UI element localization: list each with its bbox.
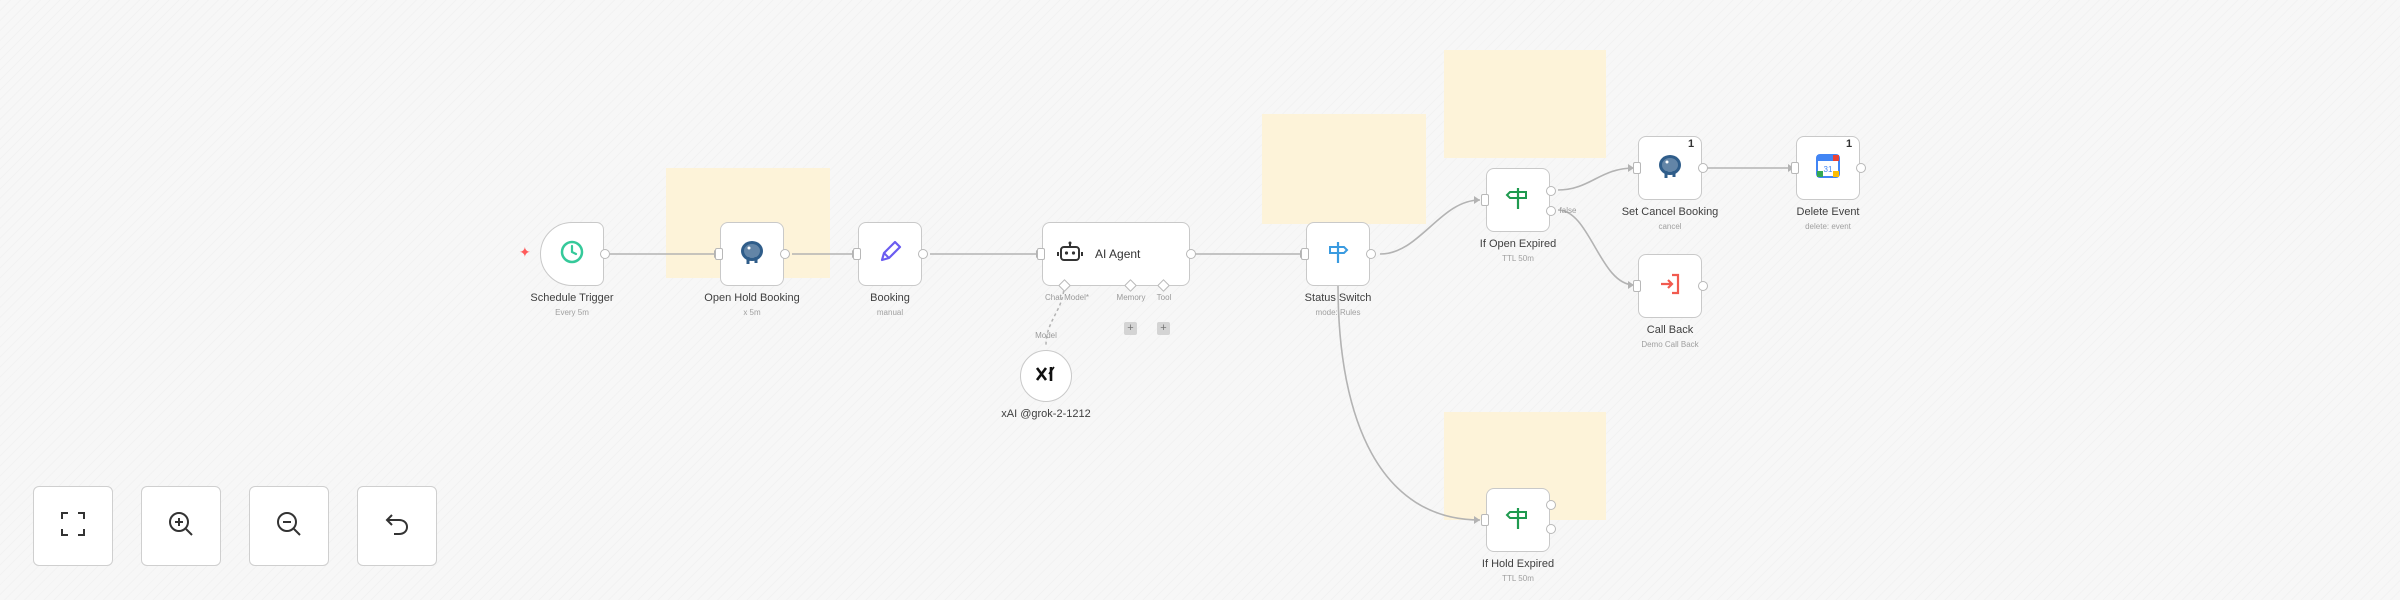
svg-text:31: 31 (1824, 165, 1833, 174)
google-calendar-icon: 31 (1814, 152, 1842, 185)
input-port[interactable] (1037, 248, 1045, 260)
set-cancel-booking-node[interactable] (1633, 136, 1708, 200)
undo-icon (382, 509, 412, 544)
booking-node[interactable] (853, 222, 928, 286)
execution-count-badge: 1 (1688, 138, 1695, 150)
zoom-out-icon (274, 509, 304, 544)
fit-view-button[interactable] (33, 486, 113, 566)
node-label: Call Back (1646, 324, 1694, 336)
clock-icon (559, 239, 585, 270)
zoom-in-button[interactable] (141, 486, 221, 566)
input-port[interactable] (1481, 514, 1489, 526)
false-output-port[interactable] (1546, 206, 1556, 216)
fit-view-icon (58, 509, 88, 544)
output-port[interactable] (1186, 249, 1196, 259)
output-port[interactable] (918, 249, 928, 259)
postgres-elephant-icon (737, 237, 767, 272)
output-port[interactable] (780, 249, 790, 259)
sticky-note[interactable] (1444, 50, 1606, 158)
connection-line (1557, 167, 1635, 191)
node-label: Status Switch (1304, 292, 1372, 304)
input-port[interactable] (1301, 248, 1309, 260)
node-subtitle: manual (876, 308, 904, 317)
connection-line (1557, 209, 1635, 286)
false-branch-label: false (1559, 206, 1577, 215)
node-label: If Hold Expired (1481, 558, 1555, 570)
execution-count-badge: 1 (1846, 138, 1853, 150)
xai-model-node[interactable] (1020, 350, 1072, 402)
node-subtitle: cancel (1658, 222, 1682, 231)
input-port[interactable] (853, 248, 861, 260)
add-tool-button[interactable]: + (1157, 322, 1170, 335)
node-label: Delete Event (1796, 206, 1860, 218)
sign-in-arrow-icon (1657, 271, 1683, 302)
trigger-star-icon: ✦ (519, 244, 531, 260)
arrowhead (1474, 196, 1480, 204)
robot-icon (1057, 240, 1083, 269)
delete-event-node[interactable]: 31 (1791, 136, 1866, 200)
pencil-icon (876, 238, 904, 271)
chat-model-port-label: Chat Model* (1044, 293, 1090, 302)
signpost-icon (1505, 185, 1531, 216)
input-port[interactable] (1791, 162, 1799, 174)
zoom-in-icon (166, 509, 196, 544)
undo-button[interactable] (357, 486, 437, 566)
node-label: Booking (870, 292, 910, 304)
arrowhead (1474, 516, 1480, 524)
node-label: Set Cancel Booking (1621, 206, 1719, 218)
input-port[interactable] (715, 248, 723, 260)
true-output-port[interactable] (1546, 186, 1556, 196)
output-port[interactable] (1698, 281, 1708, 291)
output-port[interactable] (1698, 163, 1708, 173)
model-connection-label: Model (1035, 331, 1057, 340)
output-port[interactable] (600, 249, 610, 259)
node-subtitle: mode: Rules (1315, 308, 1361, 317)
node-subtitle: delete: event (1805, 222, 1851, 231)
node-subtitle: x 5m (743, 308, 761, 317)
node-label: AI Agent (1095, 247, 1141, 261)
false-output-port[interactable] (1546, 524, 1556, 534)
output-port[interactable] (1366, 249, 1376, 259)
if-hold-expired-node[interactable] (1481, 488, 1556, 552)
node-label: If Open Expired (1479, 238, 1557, 250)
sticky-note[interactable] (1262, 114, 1426, 224)
arrowhead (1628, 281, 1634, 289)
node-label: xAI @grok-2-1212 (1001, 408, 1091, 420)
node-subtitle: Every 5m (555, 308, 589, 317)
arrowhead (1628, 164, 1634, 172)
status-switch-node[interactable] (1301, 222, 1376, 286)
node-subtitle: TTL 50m (1502, 574, 1534, 583)
open-hold-booking-node[interactable] (715, 222, 790, 286)
signpost-icon (1325, 239, 1351, 270)
connection-line (1379, 199, 1481, 255)
zoom-out-button[interactable] (249, 486, 329, 566)
call-back-node[interactable] (1633, 254, 1708, 318)
input-port[interactable] (1633, 162, 1641, 174)
memory-port-label: Memory (1116, 293, 1146, 302)
node-label: Open Hold Booking (704, 292, 800, 304)
postgres-elephant-icon (1655, 151, 1685, 186)
input-port[interactable] (1481, 194, 1489, 206)
xai-logo (1035, 365, 1057, 388)
node-subtitle: Demo Call Back (1641, 340, 1699, 349)
schedule-trigger-node[interactable] (540, 222, 610, 286)
true-output-port[interactable] (1546, 500, 1556, 510)
output-port[interactable] (1856, 163, 1866, 173)
signpost-icon (1505, 505, 1531, 536)
connection-line (1337, 284, 1481, 521)
tool-port-label: Tool (1156, 293, 1172, 302)
ai-agent-node[interactable]: AI Agent (1037, 222, 1196, 286)
add-memory-button[interactable]: + (1124, 322, 1137, 335)
input-port[interactable] (1633, 280, 1641, 292)
node-label: Schedule Trigger (530, 292, 614, 304)
node-subtitle: TTL 50m (1502, 254, 1534, 263)
if-open-expired-node[interactable] (1481, 168, 1556, 232)
